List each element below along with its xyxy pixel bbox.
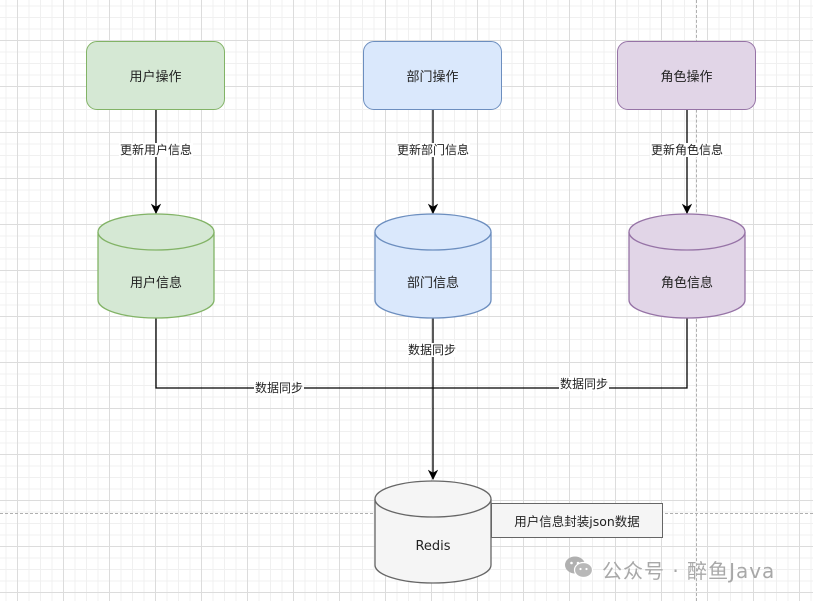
edge-role-store-to-redis[interactable] (433, 318, 688, 389)
process-role-operation[interactable]: 角色操作 (617, 41, 756, 110)
store-dept-cylinder[interactable] (374, 213, 492, 319)
process-role-operation-label: 角色操作 (660, 70, 713, 85)
store-role-label: 角色信息 (660, 276, 713, 291)
edge-label-update-role: 更新角色信息 (650, 143, 725, 157)
wechat-icon (564, 555, 594, 584)
redis-note[interactable]: 用户信息封装json数据 (491, 503, 663, 538)
watermark: 公众号 · 醉鱼Java (564, 555, 775, 584)
redis-label: Redis (415, 539, 451, 554)
process-dept-operation-label: 部门操作 (406, 70, 459, 85)
process-dept-operation[interactable]: 部门操作 (363, 41, 502, 110)
store-user-label: 用户信息 (129, 276, 182, 291)
watermark-text: 公众号 · 醉鱼Java (602, 559, 776, 583)
edge-user-store-to-redis[interactable] (155, 318, 433, 389)
store-user-cylinder[interactable] (97, 213, 215, 319)
process-user-operation-label: 用户操作 (129, 70, 182, 85)
edge-label-update-dept: 更新部门信息 (396, 143, 471, 157)
store-dept-label: 部门信息 (406, 276, 459, 291)
sync-label-user: 数据同步 (254, 381, 305, 395)
sync-label-role: 数据同步 (559, 377, 610, 391)
redis-cylinder[interactable] (374, 480, 492, 584)
store-role-cylinder[interactable] (628, 213, 746, 319)
redis-note-text: 用户信息封装json数据 (514, 514, 640, 529)
edge-label-update-user: 更新用户信息 (119, 143, 194, 157)
process-user-operation[interactable]: 用户操作 (86, 41, 225, 110)
sync-label-dept: 数据同步 (407, 343, 458, 357)
